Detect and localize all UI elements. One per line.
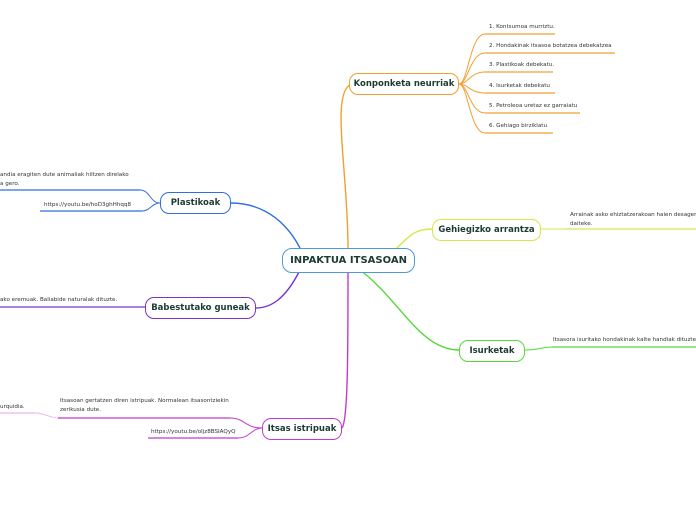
branch-gehiegizko-arrantza[interactable]: Gehiegizko arrantza: [432, 219, 541, 241]
branch-label: Plastikoak: [170, 198, 221, 208]
branch-label: Gehiegizko arrantza: [438, 225, 535, 235]
edge-gehiegizko: [394, 228, 433, 251]
konponketa-item-2[interactable]: 2. Hondakinak itsasoa botatzea debekatze…: [489, 43, 612, 49]
konponketa-item-4[interactable]: 4. Isurketak debekatu: [489, 83, 550, 89]
konponketa-item-1[interactable]: 1. Kontsumoa murriztu.: [489, 24, 555, 30]
konponketa-item-5[interactable]: 5. Petroleoa uretaz ez garraiatu: [489, 103, 578, 109]
edge-konponketa: [340, 83, 353, 249]
konponketa-item-6[interactable]: 6. Gehiago birziklatu: [489, 123, 548, 129]
branch-label: Isurketak: [469, 346, 515, 356]
itsas-side-note[interactable]: urquidia.: [0, 404, 25, 410]
edge-isurketak: [359, 269, 460, 351]
babestutako-note[interactable]: ako eremuak. Baliabide naturalak dituzte…: [0, 297, 118, 303]
itsas-link[interactable]: https://youtu.be/oljz8BSIAQyQ: [151, 429, 236, 435]
edge-plastikoak: [230, 202, 301, 249]
plastikoak-note[interactable]: andia eragiten dute animaliak hiltzen di…: [0, 172, 129, 187]
branch-konponketa-neurriak[interactable]: Konponketa neurriak: [349, 73, 459, 95]
branch-plastikoak[interactable]: Plastikoak: [160, 192, 231, 214]
root-node[interactable]: INPAKTUA ITSASOAN: [282, 248, 415, 273]
isurketak-note[interactable]: Itsasora isuritako hondakinak kalte hand…: [553, 337, 696, 343]
branch-babestutako-guneak[interactable]: Babestutako guneak: [145, 297, 256, 319]
plastikoak-link[interactable]: https://youtu.be/hoD3ghHhqq8: [44, 202, 132, 208]
gehiegizko-note[interactable]: Arrainak asko ehiztatzerakoan haien desa…: [570, 212, 696, 227]
branch-label: Konponketa neurriak: [353, 79, 455, 89]
branch-label: Babestutako guneak: [151, 303, 250, 313]
itsas-note[interactable]: Itsasoan gertatzen diren istripuak. Norm…: [60, 398, 229, 413]
branch-itsas-istripuak[interactable]: Itsas istripuak: [262, 418, 342, 440]
branch-label: Itsas istripuak: [267, 424, 337, 434]
konponketa-item-3[interactable]: 3. Plastikoak debekatu.: [489, 62, 555, 68]
branch-isurketak[interactable]: Isurketak: [459, 340, 525, 362]
edge-babestutako: [255, 269, 301, 309]
root-label: INPAKTUA ITSASOAN: [290, 255, 407, 266]
edge-itsas: [341, 269, 349, 429]
